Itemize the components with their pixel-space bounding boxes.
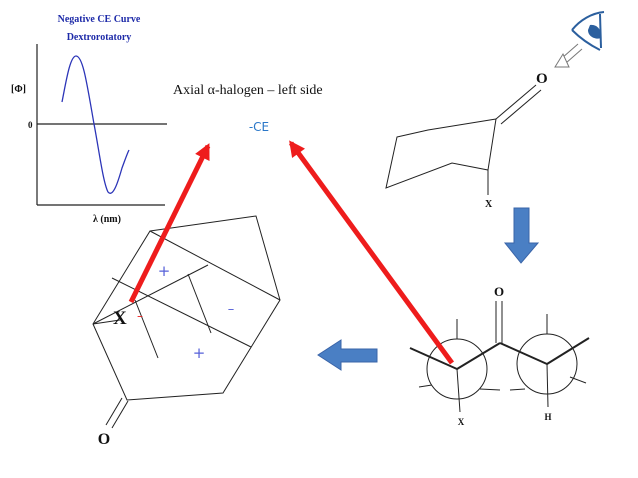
red-arrow-halogen-to-ce	[128, 143, 211, 304]
ce-label: -CE	[249, 120, 269, 134]
newman-x-label: X	[458, 417, 465, 427]
plot-x-axis-label: λ (nm)	[93, 214, 121, 225]
octant-halogen-label: X	[113, 308, 127, 329]
newman-projection	[409, 301, 590, 413]
plot-y-axis-label: [Φ]	[11, 84, 26, 95]
ce-curve	[61, 55, 130, 194]
red-arrow-newman-to-ce	[288, 140, 455, 365]
ce-curve-plot: Negative CE Curve Dextrorotatory [Φ] 0 λ…	[11, 14, 167, 225]
plot-title-line2: Dextrorotatory	[67, 32, 132, 43]
plot-zero-label: 0	[28, 120, 33, 130]
heading-text: Axial α-halogen – left side	[173, 83, 323, 98]
octant-oxygen-label: O	[98, 431, 110, 448]
newman-oxygen-label: O	[494, 284, 504, 299]
octant-sign-upper-left: +	[158, 262, 171, 280]
octant-projection	[92, 215, 281, 429]
octant-sign-lower-right: +	[193, 344, 206, 362]
cyclohexanone-oxygen-label: O	[536, 71, 548, 87]
cyclohexanone-chair	[385, 84, 542, 195]
left-arrow-icon	[317, 339, 378, 371]
view-direction-arrow-icon	[554, 43, 583, 68]
plot-title-line1: Negative CE Curve	[58, 14, 141, 25]
eye-icon	[571, 11, 605, 51]
down-arrow-icon	[503, 207, 540, 264]
octant-sign-upper-right: –	[228, 302, 235, 317]
octant-halogen-sign: –	[137, 309, 143, 323]
newman-h-label: H	[544, 412, 551, 422]
cyclohexanone-x-label: X	[485, 199, 493, 210]
